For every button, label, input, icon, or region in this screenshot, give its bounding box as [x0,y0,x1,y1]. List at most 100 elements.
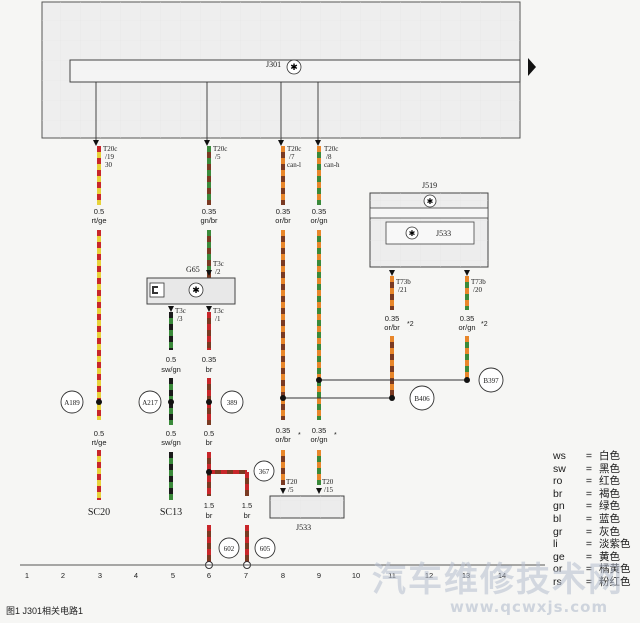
ruler-number: 3 [98,571,102,580]
pin-label: /19 [105,153,114,161]
wire-size-label: 0.5 [166,429,176,438]
color-legend: ws=白色 sw=黑色 ro=红色 br=褐色 gn=绿色 bl=蓝色 gr=灰… [553,450,637,589]
wire-size-label: 0.35 [460,314,475,323]
legend-color: 黄色 [599,550,620,563]
legend-color: 黑色 [599,462,620,475]
pin-label: /7 [289,153,295,161]
wire-size-label: 0.35 [202,207,217,216]
ruler-number: 14 [498,571,506,580]
pin-label: /5 [288,486,294,494]
legend-eq: = [585,563,593,576]
pin-label: /5 [215,153,221,161]
wire-color-label: rt/ge [91,438,106,447]
legend-code: gr [553,525,563,538]
legend-row: ge = 黄色 [553,551,637,564]
pin-label: T20c [103,145,117,153]
wire-color-label: or/br [384,323,400,332]
footnote-mark: *2 [407,321,414,328]
legend-code: ge [553,550,565,563]
pin-label: can-h [324,161,340,169]
transistor-icon: ✱ [409,229,416,238]
ruler-number: 5 [171,571,175,580]
pin-label: T20c [287,145,301,153]
ruler-number: 1 [25,571,29,580]
pin-label: T20c [213,145,227,153]
ground-label: SC20 [88,507,110,518]
footnote-mark: * [334,432,337,439]
pin-label: T3c [213,307,224,315]
wire-color-label: or/gn [458,323,475,332]
pin-label: /3 [177,315,183,323]
legend-eq: = [585,475,593,488]
legend-row: li=淡紫色 [553,538,637,551]
ruler-number: 11 [388,571,396,580]
wire-size-label: 1.5 [242,501,252,510]
legend-row: ws=白色 [553,450,637,463]
pin-label: T20 [322,478,334,486]
legend-eq: = [585,538,593,551]
legend-color: 橘黄色 [599,563,631,576]
wire-size-label: 0.5 [94,207,104,216]
module-j519-label: J519 [422,181,437,190]
legend-color: 红色 [599,475,620,488]
wire-color-label: or/br [275,216,291,225]
legend-code: sw [553,462,566,475]
legend-color: 褐色 [599,487,620,500]
module-j301: J301 ✱ [41,1,536,139]
wire-size-label: 0.5 [204,429,214,438]
legend-code: rs [553,575,562,588]
legend-row: sw = 黑色 [553,463,637,476]
wire-color-label: or/br [275,435,291,444]
legend-eq: = [585,450,593,462]
legend-color: 蓝色 [599,512,620,525]
legend-eq: = [585,550,593,563]
watermark-text: 汽车维修技术网 [372,560,624,600]
legend-row: gr=灰色 [553,526,637,539]
wire-color-label: rt/ge [91,216,106,225]
ruler-number: 13 [462,571,470,580]
connector-label: B406 [414,395,430,403]
ruler-number: 4 [134,571,138,580]
legend-eq: = [585,487,593,500]
sensor-symbol-icon [152,286,158,294]
ruler-number: 10 [352,571,360,580]
legend-eq: = [585,500,593,513]
legend-code: ro [553,475,563,488]
legend-row: or=橘黄色 [553,563,637,576]
pin-label: T20c [324,145,338,153]
continuation-arrow-icon [528,58,536,76]
legend-row: ro = 红色 [553,475,637,488]
wire-color-label: sw/gn [161,438,181,447]
connector-label: 602 [224,545,235,553]
figure-caption: 图1 J301相关电路1 [6,606,84,616]
wire-size-label: 0.35 [276,207,291,216]
column-ruler: 1 2 3 4 5 6 7 8 9 10 11 12 13 14 [25,571,506,580]
sensor-g65: ✱ G65 [146,265,236,305]
connector-label: 605 [260,545,271,553]
wire-size-label: 0.35 [312,207,327,216]
wire-br [207,312,249,565]
wire-size-label: 0.35 [385,314,400,323]
legend-color: 白色 [599,450,620,462]
pin-label: /21 [398,286,407,294]
wire-size-label: 1.5 [204,501,214,510]
connector-label: 367 [259,468,270,476]
ruler-number: 7 [244,571,248,580]
pin-label: /2 [215,268,221,276]
legend-row: bl=蓝色 [553,513,637,526]
pin-label: /15 [324,486,333,494]
watermark-url: www.qcwxjs.com [450,598,609,616]
wire-size-label: 0.5 [166,355,176,364]
pin-label: T3c [175,307,186,315]
pin-label: can-l [287,161,301,169]
ruler-number: 12 [425,571,433,580]
transistor-icon: ✱ [192,285,200,295]
wire-size-label: 0.5 [94,429,104,438]
connector-label: 389 [227,399,238,407]
pin-label: /20 [473,286,482,294]
ruler-number: 8 [281,571,285,580]
legend-color: 绿色 [599,500,620,513]
pin-label: 30 [105,161,113,169]
legend-eq: = [585,462,593,475]
